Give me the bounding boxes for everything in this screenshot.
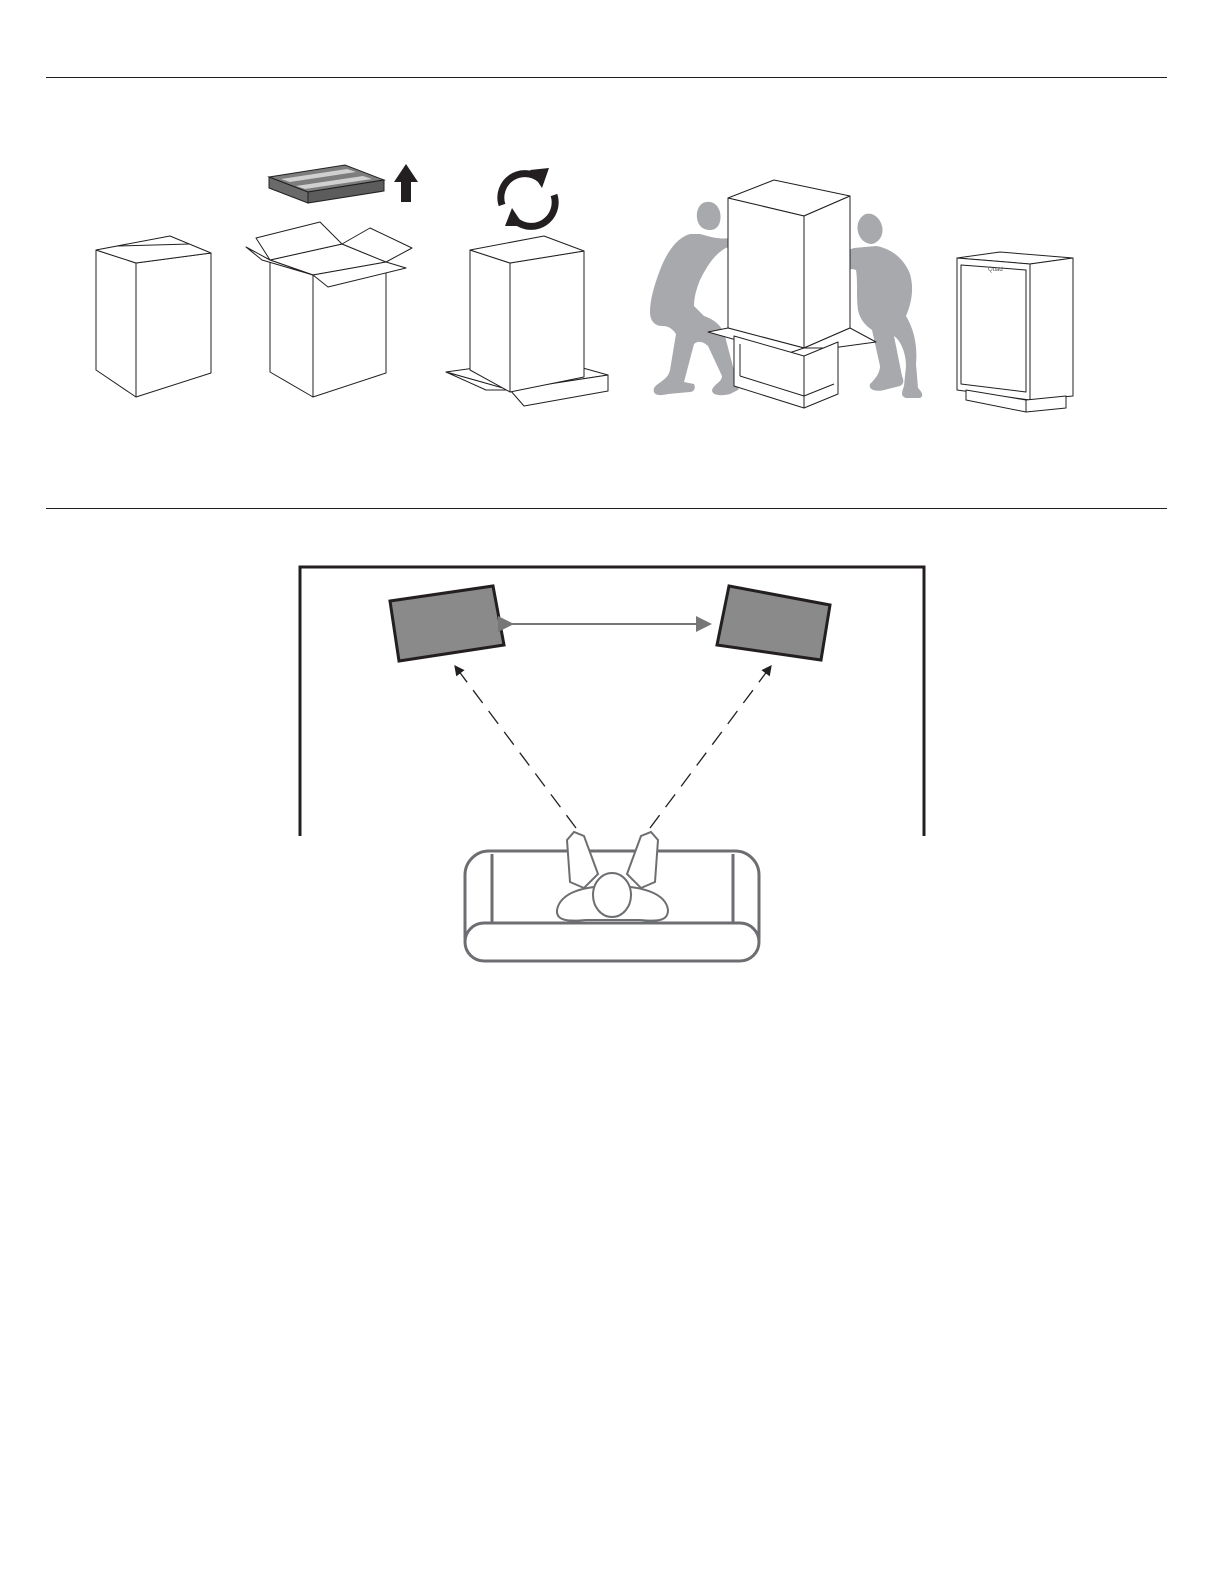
arrow-up-icon: [394, 164, 418, 202]
speaker-placement-diagram: [0, 560, 1224, 980]
rotate-arrows-icon: [501, 168, 555, 226]
step-flipped-box: [446, 236, 608, 406]
section-divider-top: [46, 77, 1167, 78]
packing-insert: [269, 165, 384, 203]
listener-figure: [557, 832, 668, 921]
left-speaker-panel: [390, 586, 504, 661]
right-sightline: [650, 666, 771, 828]
step-unpacked-speaker: Quad: [957, 252, 1073, 412]
speaker-badge: Quad: [988, 267, 1003, 273]
unpacking-steps-illustration: Quad: [0, 130, 1224, 430]
section-divider-middle: [46, 508, 1167, 509]
right-speaker-panel: [717, 586, 830, 660]
step-open-box: [246, 222, 412, 397]
step-closed-box: [96, 236, 211, 397]
left-sightline: [455, 666, 576, 828]
